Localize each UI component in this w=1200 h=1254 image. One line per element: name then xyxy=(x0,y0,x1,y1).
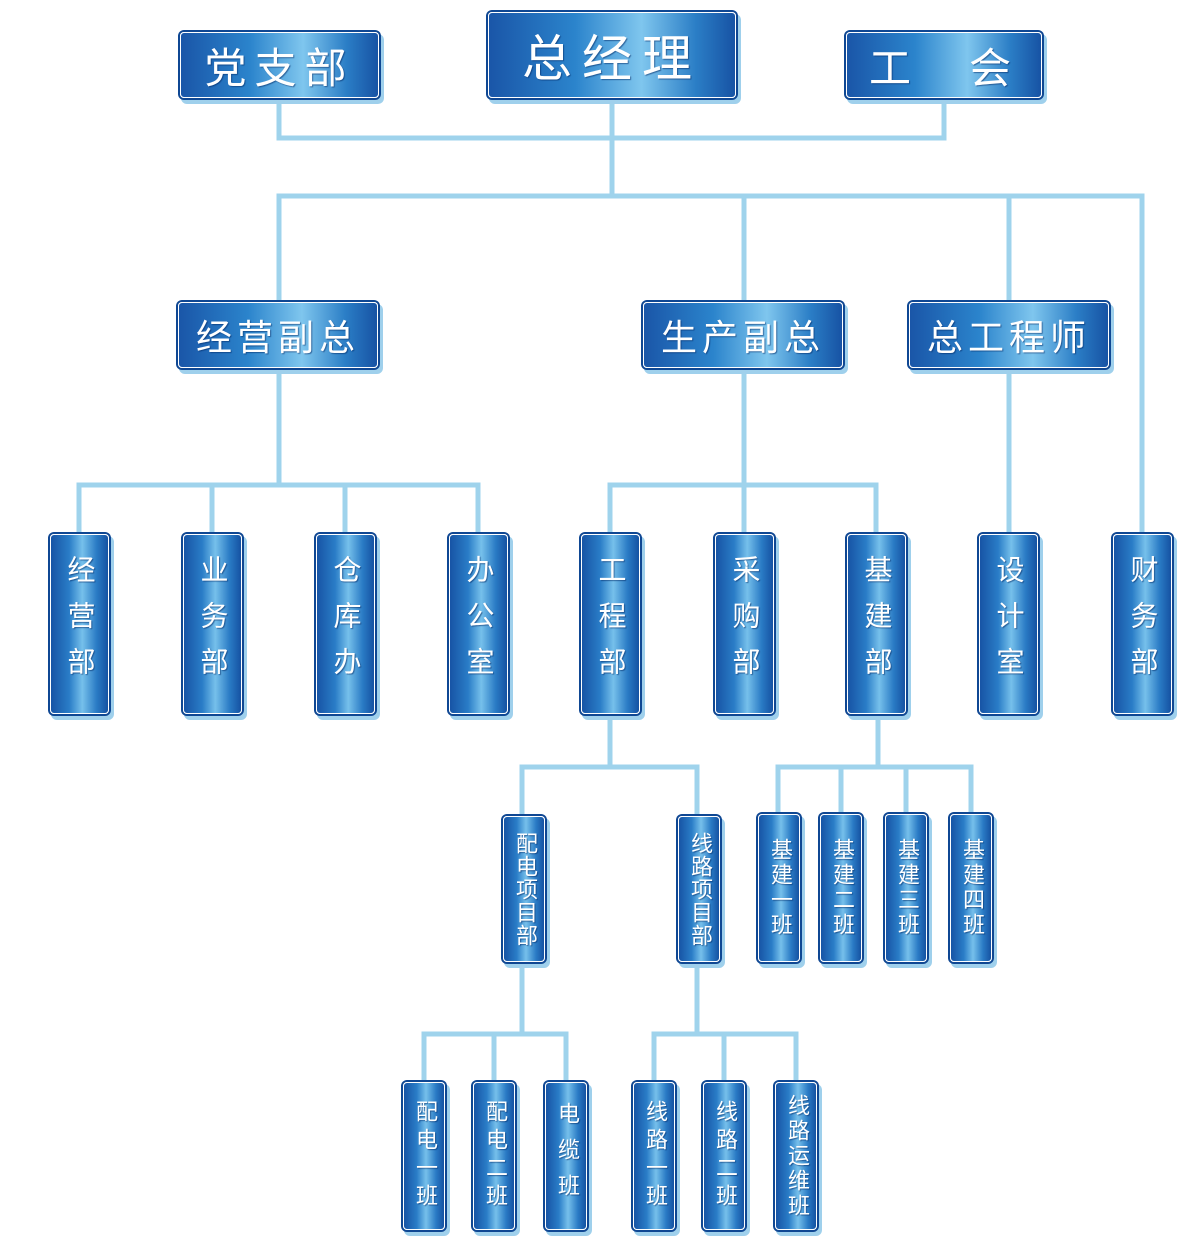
office-label: 办公室 xyxy=(462,555,496,693)
business-deputy-node: 经营副总 xyxy=(178,302,378,368)
cable-team-node: 电缆班 xyxy=(545,1082,587,1230)
labor-union-label: 工 会 xyxy=(868,43,1019,93)
production-deputy-node: 生产副总 xyxy=(643,302,843,368)
sales-dept-node: 业务部 xyxy=(183,534,242,714)
line-maintenance-team-label: 线路运维班 xyxy=(784,1093,809,1219)
construction-team-1-label: 基建一班 xyxy=(767,838,792,938)
distribution-project-label: 配电项目部 xyxy=(512,831,537,947)
procurement-dept-label: 采购部 xyxy=(728,555,762,693)
construction-team-4-node: 基建四班 xyxy=(950,814,992,962)
procurement-dept-node: 采购部 xyxy=(715,534,774,714)
construction-dept-label: 基建部 xyxy=(860,555,894,693)
cable-team-label: 电缆班 xyxy=(554,1102,579,1210)
warehouse-office-node: 仓库办 xyxy=(316,534,375,714)
line-team-1-label: 线路一班 xyxy=(642,1100,667,1212)
engineering-dept-label: 工程部 xyxy=(594,555,628,693)
party-branch-node: 党支部 xyxy=(180,32,379,98)
operations-dept-node: 经营部 xyxy=(50,534,109,714)
distribution-team-1-node: 配电一班 xyxy=(403,1082,445,1230)
distribution-team-2-label: 配电二班 xyxy=(482,1100,507,1212)
line-team-2-node: 线路二班 xyxy=(703,1082,745,1230)
line-project-node: 线路项目部 xyxy=(678,816,720,962)
general-manager-label: 总经理 xyxy=(522,30,702,88)
distribution-project-node: 配电项目部 xyxy=(503,816,545,962)
design-office-label: 设计室 xyxy=(992,555,1026,693)
chief-engineer-label: 总工程师 xyxy=(926,318,1091,359)
finance-dept-label: 财务部 xyxy=(1126,555,1160,693)
construction-team-4-label: 基建四班 xyxy=(959,838,984,938)
distribution-team-2-node: 配电二班 xyxy=(473,1082,515,1230)
construction-team-2-node: 基建二班 xyxy=(820,814,862,962)
line-maintenance-team-node: 线路运维班 xyxy=(775,1082,817,1230)
finance-dept-node: 财务部 xyxy=(1113,534,1172,714)
construction-team-3-node: 基建三班 xyxy=(885,814,927,962)
line-team-2-label: 线路二班 xyxy=(712,1100,737,1212)
engineering-dept-node: 工程部 xyxy=(581,534,640,714)
production-deputy-label: 生产副总 xyxy=(660,318,825,359)
labor-union-node: 工 会 xyxy=(846,32,1042,98)
party-branch-label: 党支部 xyxy=(204,43,355,93)
business-deputy-label: 经营副总 xyxy=(195,318,360,359)
chief-engineer-node: 总工程师 xyxy=(909,302,1109,368)
sales-dept-label: 业务部 xyxy=(196,555,230,693)
design-office-node: 设计室 xyxy=(979,534,1038,714)
warehouse-office-label: 仓库办 xyxy=(329,555,363,693)
line-project-label: 线路项目部 xyxy=(687,831,712,947)
line-team-1-node: 线路一班 xyxy=(633,1082,675,1230)
construction-team-3-label: 基建三班 xyxy=(894,838,919,938)
construction-team-2-label: 基建二班 xyxy=(829,838,854,938)
construction-team-1-node: 基建一班 xyxy=(758,814,800,962)
general-manager-node: 总经理 xyxy=(488,12,736,98)
office-node: 办公室 xyxy=(449,534,508,714)
distribution-team-1-label: 配电一班 xyxy=(412,1100,437,1212)
construction-dept-node: 基建部 xyxy=(847,534,906,714)
operations-dept-label: 经营部 xyxy=(63,555,97,693)
